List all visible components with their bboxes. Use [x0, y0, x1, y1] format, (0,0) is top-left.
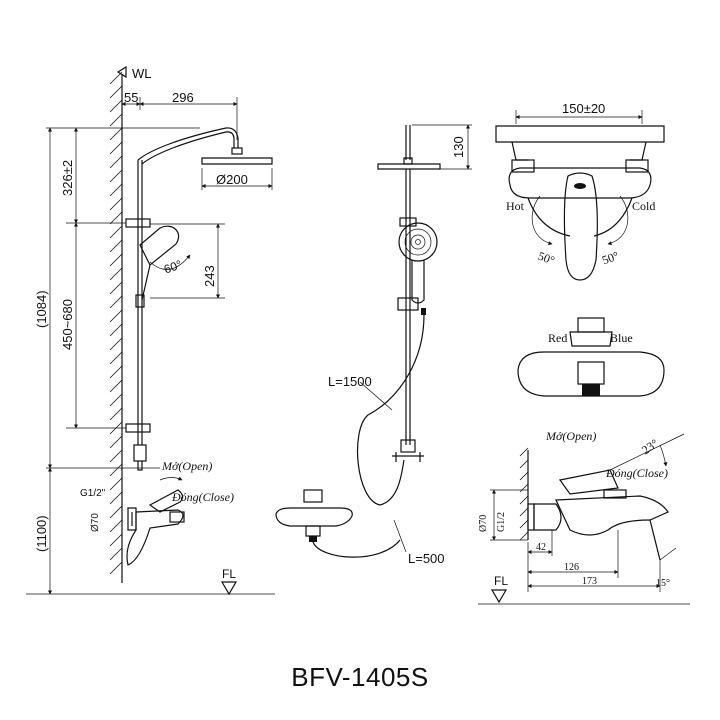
front-slider [397, 297, 419, 311]
dim-243-label: 243 [202, 265, 217, 287]
g12-label: G1/2" [80, 488, 106, 499]
front-mixer-housing [517, 351, 665, 397]
side-mixer-view: Mở(Open) 23° Đóng(Close) G1/2 Ø70 42 126… [478, 429, 690, 605]
top-mixer-body [508, 167, 652, 199]
angle-60-label: 60° [162, 257, 184, 276]
dim-1100-label: (1100) [34, 515, 49, 552]
top-lever [563, 172, 598, 281]
wl-marker [116, 65, 127, 79]
front-hand-shower [398, 222, 438, 262]
blue-label: Blue [610, 331, 633, 345]
side-dia70-label: Ø70 [478, 515, 489, 532]
open-label: Mở(Open) [161, 459, 212, 473]
side-view: WL 55 296 Ø200 60° 243 [26, 65, 275, 596]
hose-short-label: L=500 [408, 551, 445, 566]
top-wall-plate [495, 125, 665, 143]
dim-326-label: 326±2 [60, 160, 75, 196]
side-close-label: Đóng(Close) [605, 466, 668, 480]
hose-long-label: L=1500 [328, 374, 372, 389]
wl-label: WL [132, 66, 152, 81]
dim-126-label: 126 [564, 562, 579, 573]
shower-arm [137, 127, 239, 161]
cold-label: Cold [632, 199, 655, 213]
hose-long [356, 314, 425, 506]
side-g12-label: G1/2 [496, 512, 507, 532]
fl-marker [220, 581, 238, 596]
angle-left-label: 50° [536, 249, 557, 268]
angle-15-label: 15° [656, 578, 670, 589]
dim-296-label: 296 [172, 90, 194, 105]
side-mixer-lever [558, 469, 619, 495]
model-title: BFV-1405S [291, 662, 429, 692]
top-view: 150±20 Hot Cold 50° 50° [495, 101, 665, 281]
side-fl-label: FL [494, 574, 508, 588]
side-open-label: Mở(Open) [545, 429, 596, 443]
angle-right-label: 50° [600, 248, 621, 267]
front-mixer-body [275, 507, 353, 527]
dim-head-label: Ø200 [216, 172, 248, 187]
dim-130-label: 130 [451, 136, 466, 158]
hand-shower [139, 225, 180, 266]
dim-42-label: 42 [536, 542, 546, 553]
side-fl-marker [490, 589, 508, 604]
mixer-lever [148, 489, 184, 513]
mixer-body [126, 509, 184, 566]
hot-label: Hot [506, 199, 525, 213]
dim-55-label: 55 [124, 90, 138, 105]
front-rain-head [377, 163, 441, 170]
wall-flange [127, 507, 137, 531]
diverter [133, 444, 147, 462]
rain-shower-head [201, 157, 273, 165]
red-label: Red [548, 331, 567, 345]
side-mixer-body [555, 495, 669, 536]
dim-450-680-label: 450~680 [60, 299, 75, 350]
hose-short [312, 539, 401, 558]
fl-label: FL [222, 567, 236, 581]
front-view: 130 L=1500 L=500 [275, 124, 472, 566]
front-mixer-view: Red Blue [517, 317, 665, 397]
dia70-label: Ø70 [90, 513, 101, 532]
dim-1084-label: (1084) [34, 290, 49, 328]
side-mixer-flange [533, 503, 562, 531]
dim-150-label: 150±20 [562, 101, 605, 116]
close-label: Đóng(Close) [171, 490, 234, 504]
wall-hatching [109, 71, 123, 583]
dim-173-label: 173 [582, 576, 597, 587]
